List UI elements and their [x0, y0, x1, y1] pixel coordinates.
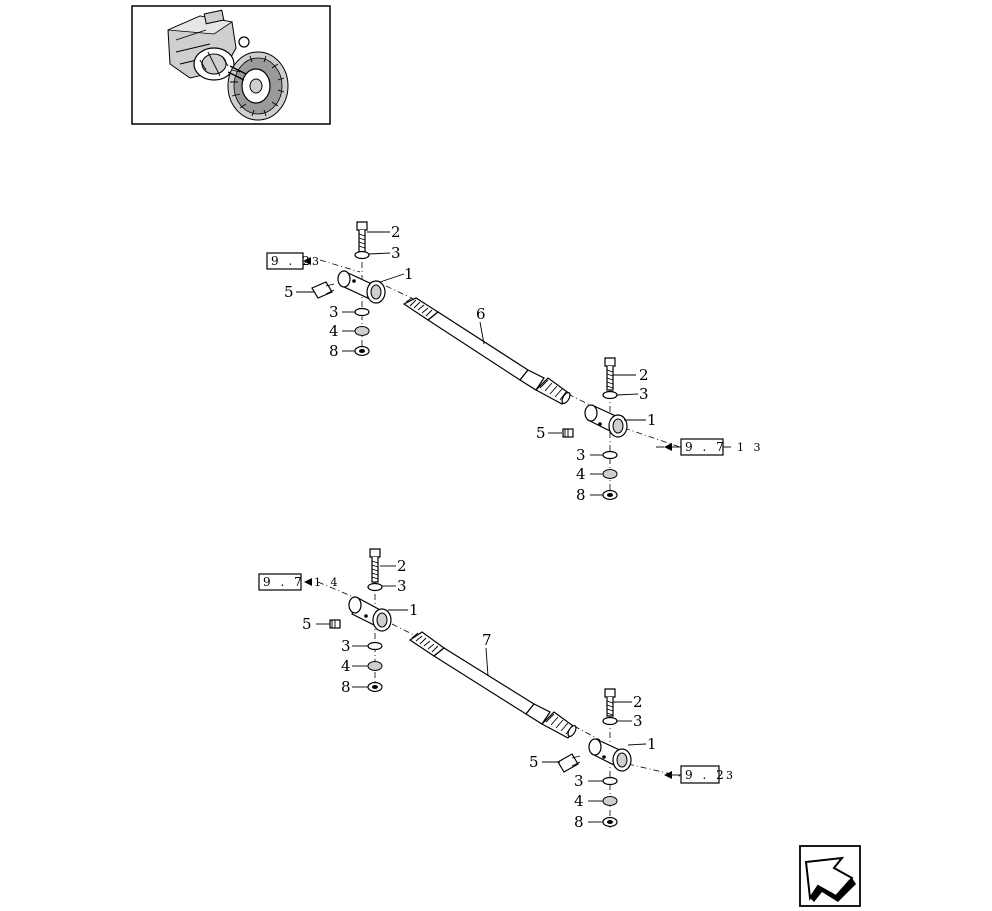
lockwasher-b: [602, 469, 618, 479]
callout-b-5: 5: [536, 424, 546, 442]
grease-fitting-a: [311, 281, 335, 299]
callout-a-8: 8: [329, 342, 339, 360]
callout-b-8: 8: [576, 486, 586, 504]
callout-d-8: 8: [574, 813, 584, 831]
coupling-b: [584, 404, 628, 438]
washer-d-top: [602, 716, 618, 726]
reference-box-lower-left: 9 . 7 1 4: [258, 573, 341, 591]
washer-a-bottom: [354, 307, 370, 317]
callout-c-8: 8: [341, 678, 351, 696]
callout-b-2: 2: [639, 366, 649, 384]
callout-a-1: 1: [404, 265, 414, 283]
svg-text:9 . 2: 9 . 2: [685, 768, 727, 782]
axle-assembly-thumbnail: [131, 5, 331, 125]
callout-a-3-bottom: 3: [329, 303, 339, 321]
callout-b-3-top: 3: [639, 385, 649, 403]
shaft-6: [402, 297, 571, 405]
callout-a-3-top: 3: [391, 244, 401, 262]
callout-b-1: 1: [647, 411, 657, 429]
callout-c-5: 5: [302, 615, 312, 633]
callout-c-3-bottom: 3: [341, 637, 351, 655]
callout-b-4: 4: [576, 465, 586, 483]
callout-c-3-top: 3: [397, 577, 407, 595]
callout-d-2: 2: [633, 693, 643, 711]
bolt-b: [604, 357, 616, 391]
lockwasher-d: [602, 796, 618, 806]
svg-text:1 3: 1 3: [737, 441, 764, 454]
coupling-a: [337, 270, 386, 304]
callout-c-2: 2: [397, 557, 407, 575]
shaft-7: [408, 631, 577, 739]
svg-text:9 . 2: 9 . 2: [271, 254, 313, 268]
washer-c-top: [367, 582, 383, 592]
svg-text:9 . 7: 9 . 7: [263, 575, 305, 589]
callout-b-3-bottom: 3: [576, 446, 586, 464]
washer-d-bottom: [602, 776, 618, 786]
reference-box-upper-right: 9 . 7 1 3: [656, 438, 764, 456]
reference-box-upper-left: 9 . 2 3: [266, 252, 322, 270]
bolt-a: [356, 221, 368, 253]
callout-c-4: 4: [341, 657, 351, 675]
lockwasher-c: [367, 661, 383, 671]
svg-text:3: 3: [312, 255, 322, 268]
washer-b-bottom: [602, 450, 618, 460]
svg-text:1 4: 1 4: [314, 576, 341, 589]
back-arrow-icon[interactable]: [799, 845, 861, 907]
washer-a-top: [354, 250, 370, 260]
callout-d-4: 4: [574, 792, 584, 810]
callout-d-1: 1: [647, 735, 657, 753]
lockwasher-a: [354, 326, 370, 336]
bolt-c: [369, 548, 381, 583]
callout-d-3-top: 3: [633, 712, 643, 730]
washer-b-top: [602, 390, 618, 400]
svg-text:9 . 7: 9 . 7: [685, 440, 727, 454]
grease-fitting-d: [557, 753, 581, 773]
callout-a-5: 5: [284, 283, 294, 301]
callout-d-3-bottom: 3: [574, 772, 584, 790]
callout-d-5: 5: [529, 753, 539, 771]
callout-a-2: 2: [391, 223, 401, 241]
callout-shaft-7: 7: [482, 631, 492, 649]
grease-fitting-b: [562, 428, 574, 438]
shaft-assembly-lower: 2 3 1 5 3 4 8 7 2 3 1 5 3 4 8 9 . 7 1 4 …: [258, 548, 736, 831]
washer-c-bottom: [367, 641, 383, 651]
callout-c-1: 1: [409, 601, 419, 619]
coupling-d: [588, 738, 632, 772]
grease-fitting-c: [329, 619, 341, 629]
svg-text:3: 3: [726, 769, 736, 782]
callout-a-4: 4: [329, 322, 339, 340]
reference-box-lower-right: 9 . 2 3: [664, 765, 736, 784]
bolt-d: [604, 688, 616, 717]
coupling-c: [348, 596, 392, 632]
shaft-assembly-upper: 2 3 1 5 3 4 8 6 2 3 1 5 3 4 8 9 . 2 3 9 …: [266, 221, 764, 504]
callout-shaft-6: 6: [476, 305, 486, 323]
